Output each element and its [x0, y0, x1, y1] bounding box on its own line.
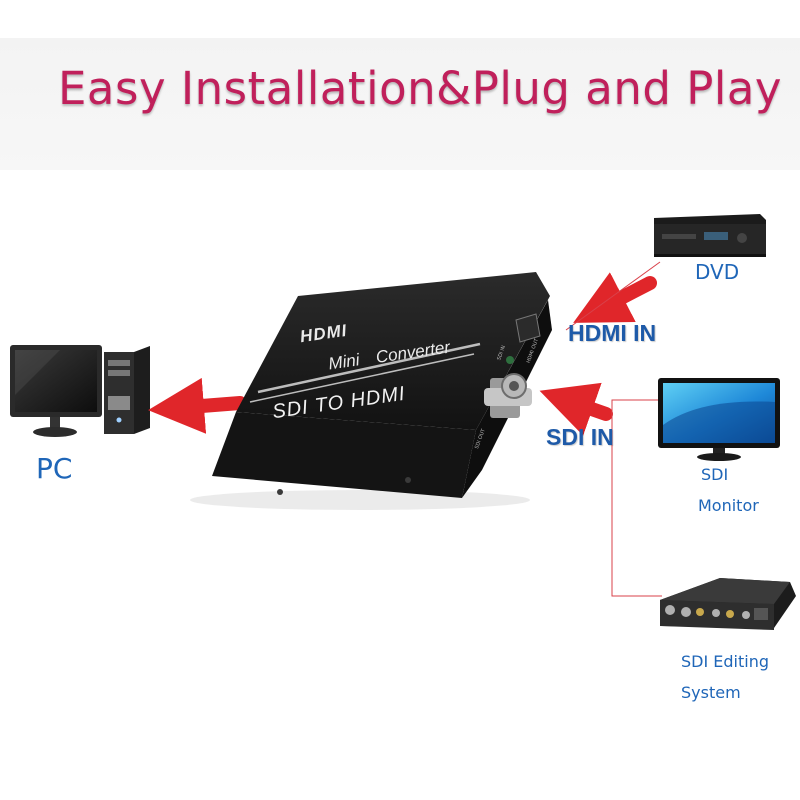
headline: Easy Installation&Plug and Play [58, 62, 783, 115]
sdi-editing-system-icon [660, 578, 796, 630]
pc-tower-icon [104, 346, 150, 434]
pc-monitor-icon [10, 345, 102, 437]
arrow-sdi-in [539, 382, 613, 436]
sdi-monitor-label-line2: Monitor [698, 496, 759, 515]
arrow-hdmi-in [573, 272, 657, 323]
dvd-player-icon [654, 214, 766, 257]
sdi-monitor-icon [658, 378, 780, 461]
sdi-editing-label-line2: System [681, 683, 741, 702]
bnc-connector [484, 356, 532, 418]
converter-device [190, 272, 552, 510]
sdi-editing-label-line1: SDI Editing [681, 652, 770, 671]
dvd-label: DVD [695, 260, 740, 284]
sdi-in-label: SDI IN [546, 424, 614, 450]
pc-label: PC [36, 452, 73, 485]
sdi-monitor-label-line1: SDI [701, 465, 729, 484]
hdmi-in-label: HDMI IN [568, 320, 657, 346]
arrow-to-pc [148, 377, 247, 434]
headline-banner [0, 38, 800, 170]
connector-line-dvd [565, 261, 661, 331]
connector-line-sdi-sources [611, 399, 662, 597]
